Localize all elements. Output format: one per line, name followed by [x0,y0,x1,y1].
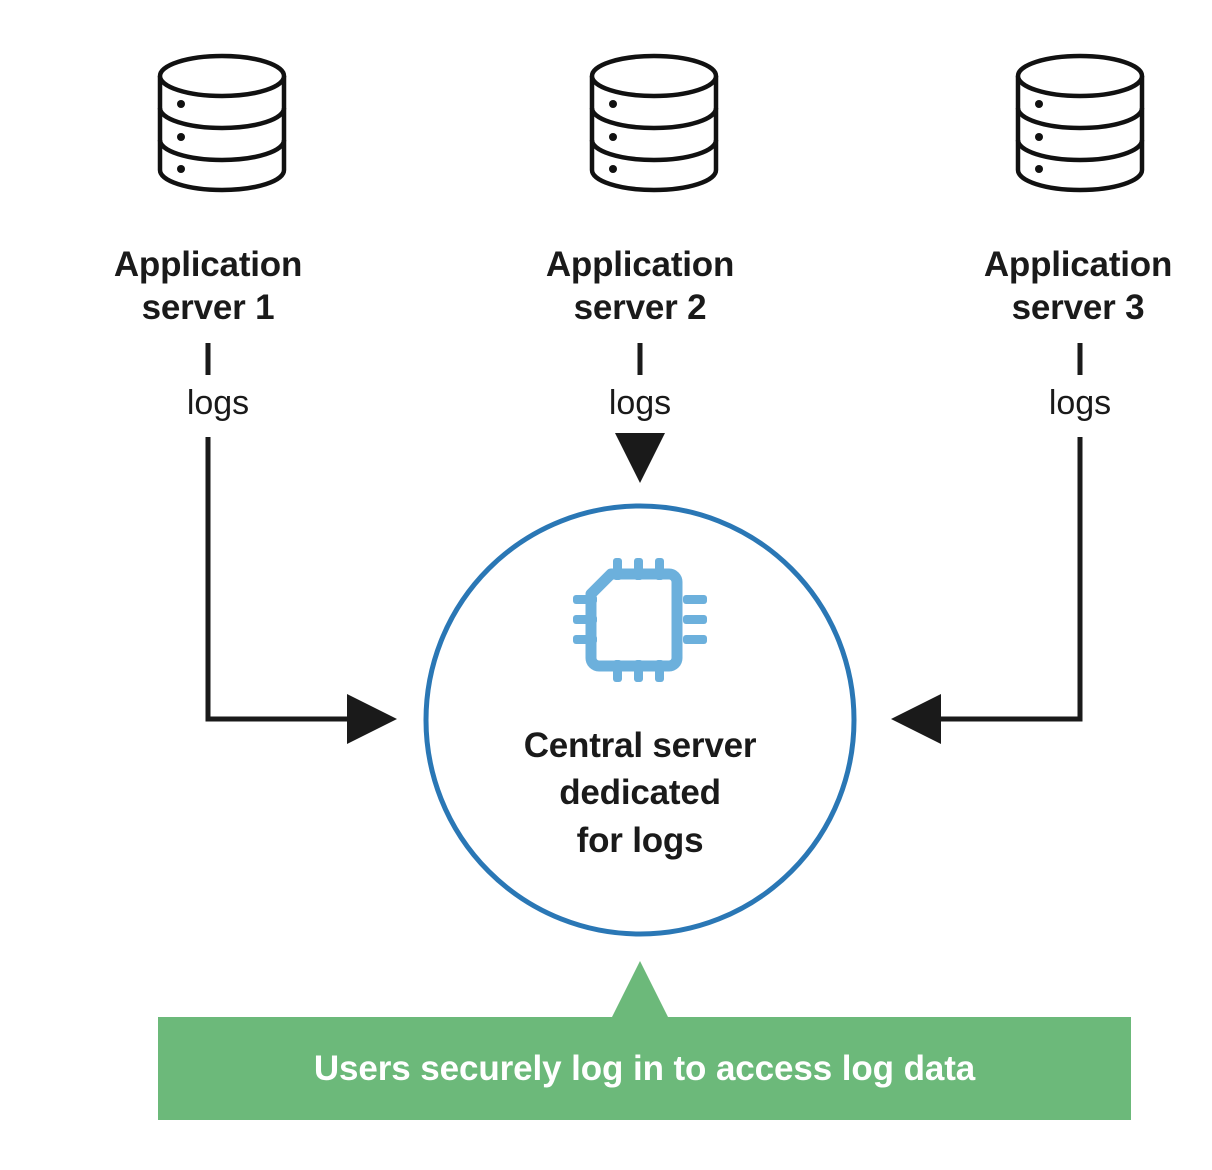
central-server-label-line2: dedicated [559,773,721,813]
server-label-1-line2: server 1 [141,287,275,327]
database-icon [157,53,287,193]
server-label-2-line1: Application [545,245,735,284]
database-icon [589,53,719,193]
server-label-3-line1: Application [983,245,1173,284]
server-label-3: Application server 3 [928,244,1212,329]
server-label-2: Application server 2 [490,244,790,329]
server-label-1-line1: Application [113,245,303,284]
cpu-chip-icon [573,558,707,682]
users-access-banner-text: Users securely log in to access log data [313,1048,976,1088]
edge-label-logs-3: logs [1048,384,1112,422]
server-label-3-line2: server 3 [1011,287,1145,327]
central-server-label: Central server dedicated for logs [425,722,855,864]
central-server-label-line3: for logs [576,820,704,860]
users-access-banner: Users securely log in to access log data [158,1017,1131,1120]
central-server-circle [423,503,857,937]
connector-server-1-to-center [205,437,397,744]
edge-label-logs-2: logs [608,384,672,422]
server-label-2-line2: server 2 [573,287,707,327]
server-label-1: Application server 1 [58,244,358,329]
edge-label-logs-1: logs [186,384,250,422]
database-icon [1015,53,1145,193]
connector-server-3-to-center [891,437,1083,744]
central-server-label-line1: Central server [523,726,757,765]
